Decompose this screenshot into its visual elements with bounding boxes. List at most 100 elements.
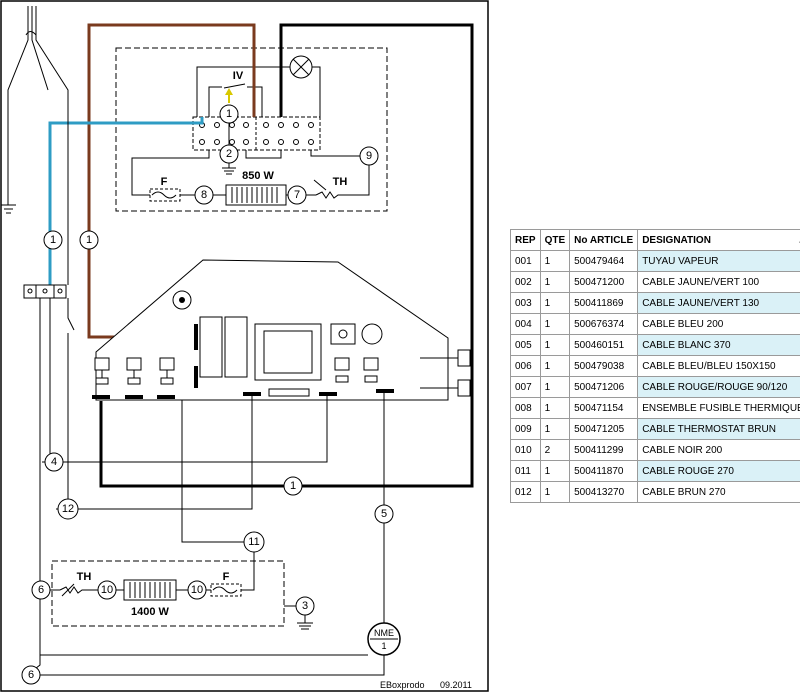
cell-article: 500471205 [569,418,639,440]
wire-12-label: 12 [62,503,74,515]
cell-article: 500471200 [569,271,639,293]
cell-rep: 006 [510,355,541,377]
wire-1-top-label: 1 [226,108,232,120]
cell-rep: 005 [510,334,541,356]
wire-7-label: 7 [294,189,300,201]
cell-article: 500676374 [569,313,639,335]
thermal-fuse-bottom-icon [210,583,242,597]
cell-qte: 1 [539,313,571,335]
cell-qte: 1 [539,271,571,293]
cell-rep: 003 [510,292,541,314]
date-text: 09.2011 [440,680,472,690]
cell-rep: 001 [510,250,541,272]
header-designation-label: DESIGNATION [642,234,711,246]
ground-icon-left [1,204,16,214]
thermal-fuse-top-icon [149,188,181,202]
cell-qte: 1 [539,250,571,272]
cell-rep: 007 [510,376,541,398]
cell-designation: CABLE BLANC 370 [637,334,800,356]
cell-rep: 011 [510,460,541,482]
cell-qte: 1 [539,460,571,482]
cell-article: 500479464 [569,250,639,272]
header-designation: DESIGNATION . [637,229,800,251]
wire-1-blue-label: 1 [50,234,56,246]
cell-designation: TUYAU VAPEUR [637,250,800,272]
cell-article: 500460151 [569,334,639,356]
heater-top-label: 850 W [242,170,274,182]
cell-designation: CABLE ROUGE 270 [637,460,800,482]
wire-10-right-label: 10 [191,584,203,596]
cell-designation: ENSEMBLE FUSIBLE THERMIQUE [637,397,800,419]
wire-1-black-label: 1 [290,480,296,492]
cell-rep: 002 [510,271,541,293]
nme-number-label: 1 [381,641,386,651]
cell-designation: CABLE NOIR 200 [637,439,800,461]
cell-article: 500411869 [569,292,639,314]
upper-enclosure [115,47,388,212]
cell-qte: 1 [539,355,571,377]
wire-10-left-label: 10 [101,584,113,596]
cell-designation: CABLE JAUNE/VERT 100 [637,271,800,293]
lamp-icon [289,55,313,79]
cell-article: 500411870 [569,460,639,482]
wire-9-label: 9 [366,150,372,162]
cell-qte: 1 [539,292,571,314]
fuse-bottom-label: F [223,571,230,583]
heater-850w-icon [225,184,287,206]
cell-article: 500413270 [569,481,639,503]
wire-6-upper-label: 6 [38,584,44,596]
thermostat-bottom-label: TH [77,571,92,583]
cell-qte: 1 [539,481,571,503]
wire-6-lower-label: 6 [28,669,34,681]
credit-text: EBoxprodo [380,680,425,690]
cell-rep: 004 [510,313,541,335]
header-qte: QTE [539,229,571,251]
cell-designation: CABLE BLEU 200 [637,313,800,335]
thermostat-top-label: TH [333,176,348,188]
header-dot: . [799,235,800,246]
wire-2-label: 2 [226,148,232,160]
cell-article: 500411299 [569,439,639,461]
ground-icon-top [222,163,236,175]
cell-rep: 010 [510,439,541,461]
parts-table-header: REP QTE No ARTICLE DESIGNATION . [510,229,800,251]
cell-article: 500479038 [569,355,639,377]
terminal-screws [199,122,314,145]
cell-rep: 008 [510,397,541,419]
fuse-top-label: F [161,176,168,188]
cell-article: 500471206 [569,376,639,398]
cell-designation: CABLE ROUGE/ROUGE 90/120 [637,376,800,398]
parts-table: REP QTE No ARTICLE DESIGNATION . 0011500… [510,229,800,503]
wire-3-label: 3 [302,600,308,612]
wire-11-label: 11 [248,536,259,548]
header-rep: REP [510,229,541,251]
wire-5-label: 5 [381,508,387,520]
wire-8-label: 8 [201,189,207,201]
cell-qte: 1 [539,376,571,398]
cell-rep: 009 [510,418,541,440]
connector-block [23,284,67,299]
lower-enclosure [51,560,285,627]
iv-switch-label: IV [233,70,244,82]
cell-qte: 2 [539,439,571,461]
thermostat-bottom-icon [59,583,98,597]
heater-bottom-label: 1400 W [131,606,170,618]
black-wire [99,23,474,488]
header-article: No ARTICLE [569,229,639,251]
cell-article: 500471154 [569,397,639,419]
wire-1-brown-label: 1 [86,234,92,246]
cell-qte: 1 [539,418,571,440]
relay-row-icons [94,357,379,385]
